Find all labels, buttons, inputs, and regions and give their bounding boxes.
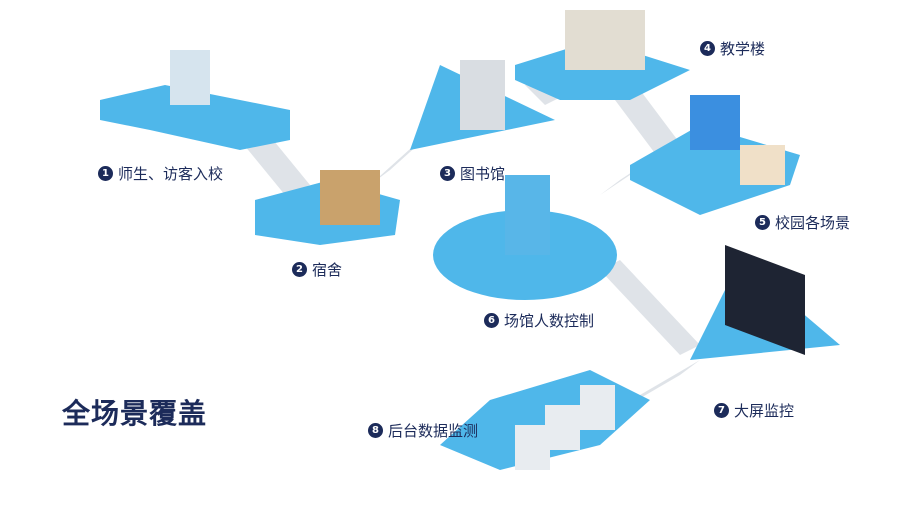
scene-label-2: 2 宿舍 [292,259,342,280]
main-title: 全场景覆盖 [62,397,208,430]
label-text: 场馆人数控制 [504,312,595,330]
number-badge: 2 [292,262,307,277]
scene-label-8: 8 后台数据监测 [368,420,478,441]
buildings [170,10,805,470]
number-badge: 6 [484,313,499,328]
scene-label-1: 1 师生、访客入校 [98,163,223,184]
scene-label-7: 7 大屏监控 [714,400,794,421]
label-text: 教学楼 [720,40,766,58]
scene-label-4: 4 教学楼 [700,38,765,59]
label-text: 师生、访客入校 [118,165,224,183]
number-badge: 1 [98,166,113,181]
label-text: 宿舍 [312,261,343,279]
label-text: 校园各场景 [775,214,851,232]
scene-label-5: 5 校园各场景 [755,212,850,233]
label-text: 大屏监控 [734,402,795,420]
number-badge: 4 [700,41,715,56]
label-text: 图书馆 [460,165,506,183]
number-badge: 8 [368,423,383,438]
number-badge: 3 [440,166,455,181]
label-text: 后台数据监测 [388,422,479,440]
number-badge: 7 [714,403,729,418]
number-badge: 5 [755,215,770,230]
scene-label-6: 6 场馆人数控制 [484,310,594,331]
scene-label-3: 3 图书馆 [440,163,505,184]
